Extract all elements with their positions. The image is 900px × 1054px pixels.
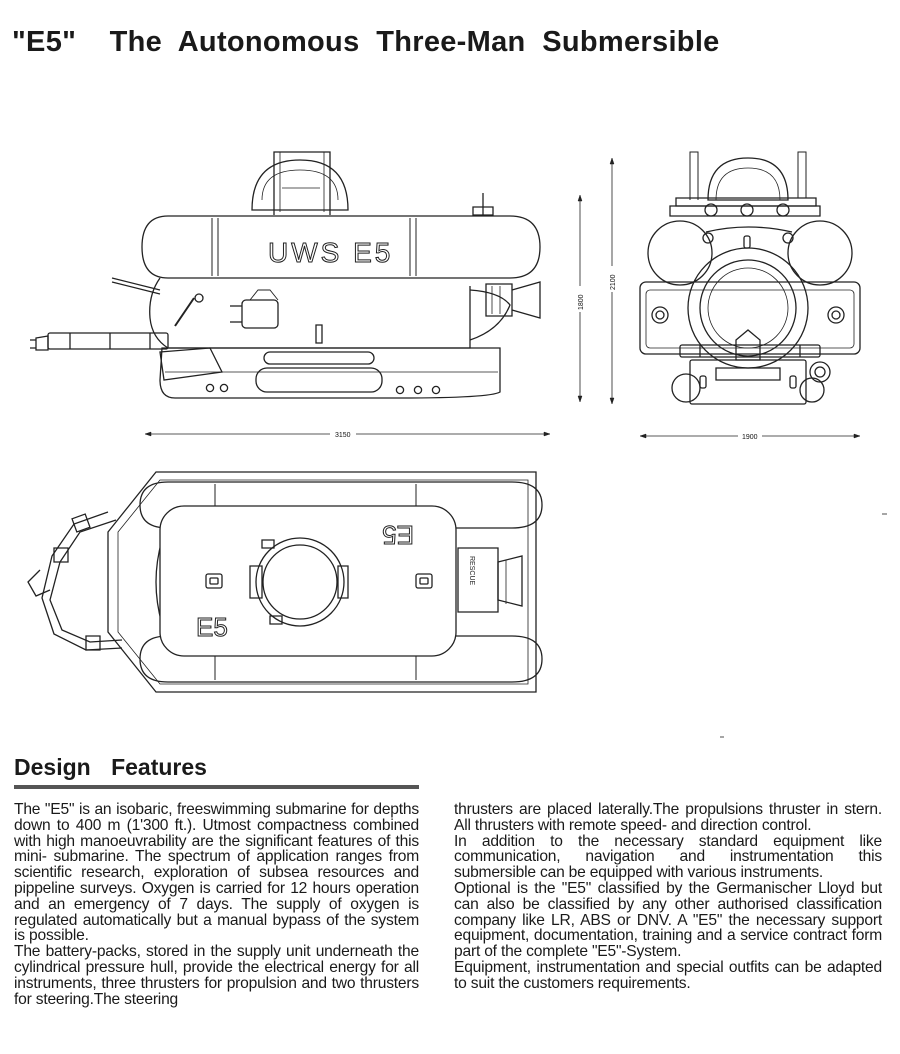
side-view-drawing: UWS E5 [30, 152, 585, 439]
top-label-e5: E5 [196, 612, 228, 642]
front-left-tank [648, 221, 712, 285]
side-dim-length: 3150 [335, 432, 351, 439]
front-view-drawing: 2100 1900 [606, 152, 860, 441]
body-paragraph: Equipment, instrumentation and special o… [454, 958, 882, 992]
body-column-left: The "E5" is an isobaric, freeswimming su… [14, 802, 419, 1007]
section-heading: Design Features [14, 754, 207, 780]
body-column-right: thrusters are placed laterally.The propu… [454, 802, 882, 992]
front-pressure-hull [688, 248, 808, 368]
body-paragraph: In addition to the necessary standard eq… [454, 832, 882, 882]
top-rescue-label: RESCUE [468, 556, 475, 586]
side-dim-height: 1800 [578, 294, 585, 310]
page-title: "E5" The Autonomous Three-Man Submersibl… [12, 26, 720, 58]
heading-rule [14, 785, 419, 789]
top-lower-tank [140, 636, 542, 682]
front-dim-width: 1900 [742, 434, 758, 441]
body-paragraph: Optional is the "E5" classified by the G… [454, 879, 882, 961]
front-right-tank [788, 221, 852, 285]
side-hull-label: UWS E5 [268, 237, 393, 268]
body-paragraph: thrusters are placed laterally.The propu… [454, 801, 882, 834]
body-paragraph: The battery-packs, stored in the supply … [14, 943, 419, 1008]
top-upper-tank [140, 482, 542, 528]
side-supply-unit [160, 348, 500, 398]
top-label-e5-mirrored: E5 [382, 520, 414, 550]
top-view-drawing: E5 E5 RESCUE [28, 472, 542, 692]
side-upper-tank [142, 216, 540, 278]
technical-drawings: UWS E5 [0, 0, 900, 740]
body-paragraph: The "E5" is an isobaric, freeswimming su… [14, 801, 419, 945]
front-dim-height: 2100 [610, 274, 617, 290]
